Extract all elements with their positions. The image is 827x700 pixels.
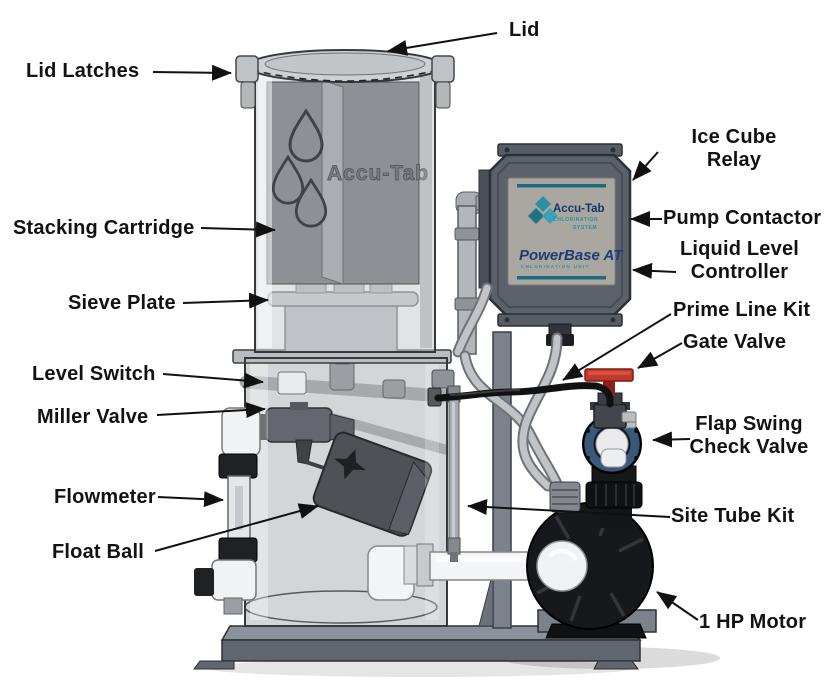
arrow-sieve-plate (182, 292, 269, 309)
arrow-1-hp-motor (656, 591, 699, 621)
label-pump-contactor: Pump Contactor (663, 207, 822, 229)
liquid-level-controller-box: Accu-Tab CHLORINATION SYSTEM PowerBase A… (478, 143, 632, 346)
label-liquid-level-line1: Liquid Level (679, 238, 800, 260)
panel-sub2-text: SYSTEM (573, 225, 597, 231)
label-ice-cube-relay-line2: Relay (706, 149, 762, 171)
arrow-miller-valve (156, 402, 266, 419)
flap-swing-check-valve (582, 414, 642, 474)
arrow-ice-cube-relay (632, 151, 659, 181)
upper-tank: Accu-Tab (235, 49, 455, 353)
label-ice-cube-relay: Ice Cube Relay (660, 126, 808, 172)
label-prime-line-kit: Prime Line Kit (673, 299, 811, 321)
panel-sub1-text: CHLORINATION (553, 217, 598, 223)
callout-arrows (152, 32, 699, 621)
arrow-lid-latches (152, 64, 232, 81)
label-1-hp-motor: 1 HP Motor (699, 611, 807, 633)
label-flap-swing-line2: Check Valve (689, 436, 809, 458)
label-liquid-level-line2: Controller (690, 261, 789, 283)
float-ball (312, 431, 433, 537)
faceplate: Accu-Tab CHLORINATION SYSTEM PowerBase A… (507, 177, 624, 286)
label-sieve-plate: Sieve Plate (68, 292, 176, 314)
label-float-ball: Float Ball (52, 541, 145, 563)
arrow-lid (387, 32, 498, 56)
label-liquid-level-controller: Liquid Level Controller (662, 238, 817, 284)
label-ice-cube-relay-line1: Ice Cube (691, 126, 777, 148)
lid-latch-left (235, 55, 259, 109)
label-level-switch: Level Switch (32, 363, 156, 385)
accu-tab-panel-logo (528, 196, 558, 224)
arrow-liquid-level-controller (632, 262, 677, 279)
lid (247, 49, 443, 83)
label-site-tube-kit: Site Tube Kit (671, 505, 795, 527)
pump-motor (526, 502, 654, 639)
arrow-site-tube-kit (467, 499, 671, 518)
arrow-flowmeter (157, 491, 224, 508)
arrow-level-switch (162, 372, 264, 389)
panel-product-text: PowerBase AT (519, 247, 624, 264)
lid-latch-right (431, 55, 455, 109)
tank-logo-text: Accu-Tab (327, 162, 429, 185)
hose-coupler (549, 481, 581, 513)
label-miller-valve: Miller Valve (37, 406, 149, 428)
arrow-flap-swing-check-valve (652, 431, 691, 448)
hoses (452, 282, 564, 492)
label-flap-swing-check-valve: Flap Swing Check Valve (670, 413, 827, 459)
arrow-prime-line-kit (562, 313, 672, 381)
label-gate-valve: Gate Valve (683, 331, 787, 353)
arrow-float-ball (154, 503, 319, 552)
lower-tank (232, 349, 452, 627)
accu-tab-droplets-logo (271, 108, 328, 228)
stacking-cartridge: Accu-Tab (266, 79, 429, 285)
label-lid-latches: Lid Latches (26, 60, 140, 82)
arrow-stacking-cartridge (200, 221, 276, 238)
level-switch (239, 351, 452, 403)
label-stacking-cartridge: Stacking Cartridge (13, 217, 195, 239)
flowmeter (194, 407, 261, 615)
prime-line (427, 382, 614, 408)
arrow-gate-valve (637, 342, 683, 369)
label-flap-swing-line1: Flap Swing (695, 413, 803, 435)
label-flowmeter: Flowmeter (54, 486, 156, 508)
panel-product-sub-text: CHLORINATION UNIT (521, 264, 590, 269)
panel-brand-text: Accu-Tab (553, 203, 605, 215)
label-lid: Lid (509, 19, 540, 41)
stand-post (478, 331, 512, 629)
